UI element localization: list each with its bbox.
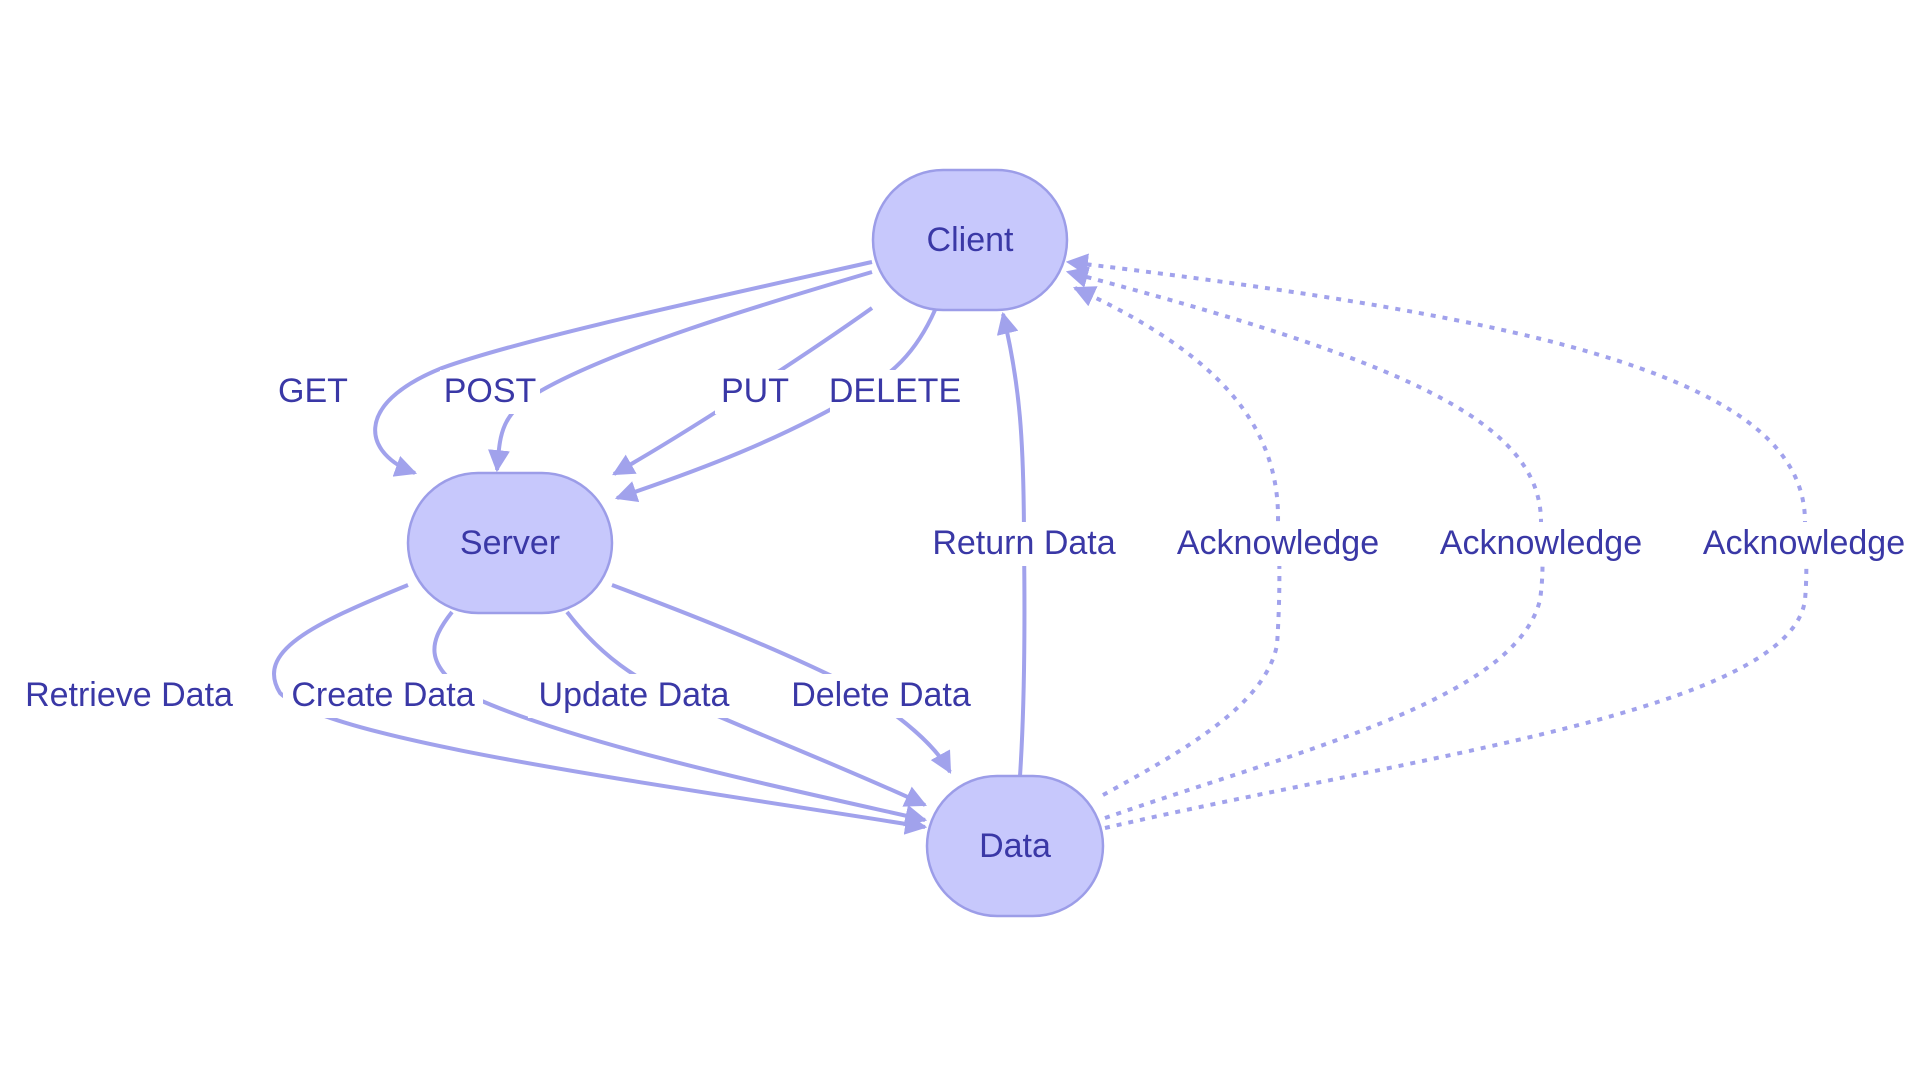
node-data-label: Data: [979, 827, 1051, 865]
edge-server-data-update: Update Data: [528, 610, 927, 807]
edge-client-server-put: PUT: [612, 306, 874, 476]
edge-label-acknowledge-1: Acknowledge: [1177, 524, 1379, 562]
edge-label-retrieve-data: Retrieve Data: [25, 676, 233, 714]
edge-label-delete-data: Delete Data: [791, 676, 971, 714]
node-client-label: Client: [927, 221, 1014, 259]
edge-label-delete: DELETE: [829, 372, 961, 410]
edge-label-update-data: Update Data: [539, 676, 730, 714]
edge-data-client-return: Return Data: [928, 311, 1120, 777]
edge-label-post: POST: [444, 372, 537, 410]
node-client[interactable]: Client: [871, 168, 1069, 312]
edge-client-server-post: POST: [440, 270, 873, 473]
node-server[interactable]: Server: [406, 471, 614, 615]
edge-server-data-create: Create Data: [283, 610, 928, 827]
edge-server-data-delete: Delete Data: [611, 583, 980, 774]
edge-label-acknowledge-3: Acknowledge: [1703, 524, 1905, 562]
edge-data-client-ack-1: Acknowledge: [1073, 286, 1388, 797]
node-server-label: Server: [460, 524, 560, 562]
edge-label-acknowledge-2: Acknowledge: [1440, 524, 1642, 562]
edge-data-client-ack-3: Acknowledge: [1065, 253, 1915, 830]
edge-label-put: PUT: [721, 372, 789, 410]
edge-label-return-data: Return Data: [932, 524, 1115, 562]
edge-label-create-data: Create Data: [291, 676, 474, 714]
edge-client-server-get: GET: [272, 260, 873, 477]
edge-data-client-ack-2: Acknowledge: [1065, 266, 1654, 820]
edge-label-get: GET: [278, 372, 348, 410]
node-data[interactable]: Data: [925, 774, 1105, 918]
edge-client-server-delete: DELETE: [614, 309, 961, 503]
